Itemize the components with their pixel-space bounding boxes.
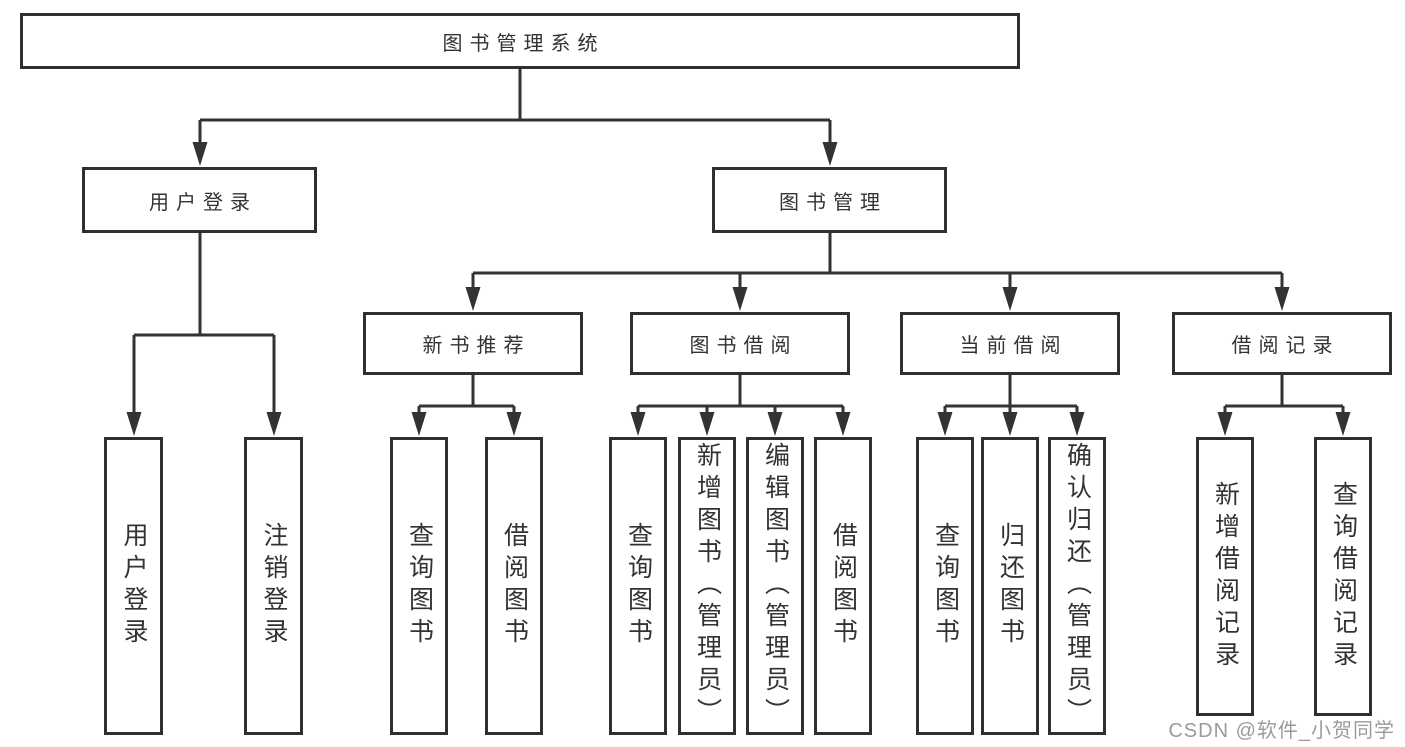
csdn-watermark: CSDN @软件_小贺同学 [1168, 720, 1395, 742]
leaf-query-books-recommend: 查询图书 [390, 437, 448, 735]
leaf-borrow-books: 借阅图书 [814, 437, 872, 735]
node-book-borrow: 图书借阅 [630, 312, 850, 375]
node-label: 查询图书 [405, 522, 434, 650]
arrowhead [937, 412, 953, 436]
leaf-add-borrow-record: 新增借阅记录 [1196, 437, 1254, 716]
arrowhead [506, 412, 522, 436]
arrowhead [732, 287, 748, 311]
node-label: 新书推荐 [422, 335, 531, 357]
arrowhead [835, 412, 851, 436]
leaf-return-book: 归还图书 [981, 437, 1039, 735]
node-library-system: 图书管理系统 [20, 13, 1020, 69]
node-label: 归还图书 [996, 522, 1025, 650]
arrowhead [822, 142, 838, 166]
node-label: 确认归还（管理员） [1063, 442, 1092, 730]
node-label: 图书借阅 [689, 335, 798, 357]
arrowhead [126, 412, 142, 436]
arrowhead [699, 412, 715, 436]
arrowhead [1002, 287, 1018, 311]
leaf-user-login: 用户登录 [104, 437, 163, 735]
arrowhead [1069, 412, 1085, 436]
node-label: 注销登录 [260, 522, 288, 650]
leaf-add-book-admin: 新增图书（管理员） [678, 437, 736, 735]
node-label: 查询借阅记录 [1329, 480, 1358, 673]
node-label: 图书管理系统 [442, 32, 605, 55]
arrowhead [266, 412, 282, 436]
arrowhead [767, 412, 783, 436]
arrowhead [411, 412, 427, 436]
arrowhead [1217, 412, 1233, 436]
node-label: 用户登录 [120, 522, 148, 650]
leaf-confirm-return-admin: 确认归还（管理员） [1048, 437, 1106, 735]
leaf-query-books-current: 查询图书 [916, 437, 974, 735]
arrowhead [1335, 412, 1351, 436]
leaf-query-books-borrow: 查询图书 [609, 437, 667, 735]
node-label: 图书管理 [779, 191, 887, 214]
node-label: 用户登录 [149, 191, 257, 214]
leaf-query-borrow-record: 查询借阅记录 [1314, 437, 1372, 716]
node-user-login: 用户登录 [82, 167, 317, 233]
arrowhead [192, 142, 208, 166]
leaf-logout: 注销登录 [244, 437, 303, 735]
node-label: 编辑图书（管理员） [761, 442, 790, 730]
node-label: 当前借阅 [959, 335, 1068, 357]
node-label: 查询图书 [931, 522, 960, 650]
leaf-edit-book-admin: 编辑图书（管理员） [746, 437, 804, 735]
arrowhead [1002, 412, 1018, 436]
node-label: 借阅图书 [829, 522, 858, 650]
node-current-borrow: 当前借阅 [900, 312, 1120, 375]
node-label: 借阅图书 [500, 522, 529, 650]
node-new-book-recommend: 新书推荐 [363, 312, 583, 375]
node-label: 借阅记录 [1231, 335, 1340, 357]
node-book-management: 图书管理 [712, 167, 947, 233]
node-label: 查询图书 [624, 522, 653, 650]
arrowhead [465, 287, 481, 311]
arrowhead [1274, 287, 1290, 311]
node-borrow-records: 借阅记录 [1172, 312, 1392, 375]
node-label: 新增图书（管理员） [693, 442, 722, 730]
arrowhead [630, 412, 646, 436]
leaf-borrow-books-recommend: 借阅图书 [485, 437, 543, 735]
node-label: 新增借阅记录 [1211, 480, 1240, 673]
